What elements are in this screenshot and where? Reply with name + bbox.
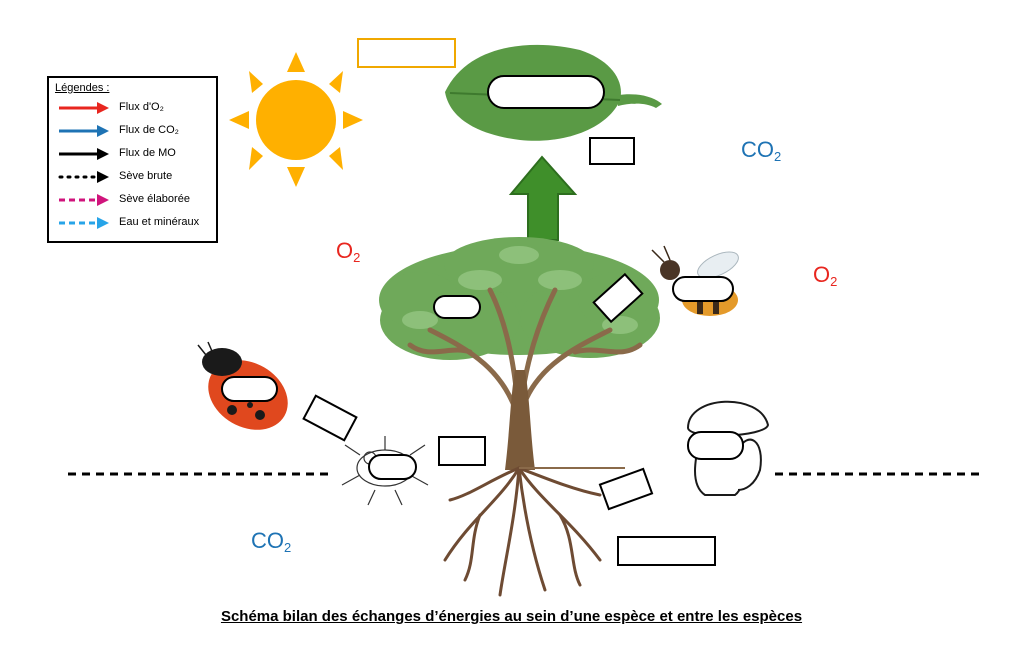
legend-label: Sève brute xyxy=(119,170,173,182)
lightblue-dashed-arrow-icon xyxy=(59,217,109,229)
label-box-ladybug-link[interactable] xyxy=(302,394,358,442)
blue-arrow-icon xyxy=(59,125,109,137)
label-box-mushroom-link[interactable] xyxy=(598,467,654,511)
black-arrow-icon xyxy=(59,148,109,160)
legend-item-eau: Eau et minéraux xyxy=(49,213,220,233)
label-box-ladybug[interactable] xyxy=(221,376,278,402)
red-arrow-icon xyxy=(59,102,109,114)
legend-label: Flux de MO xyxy=(119,147,176,159)
o2-label-left: O2 xyxy=(336,238,361,265)
co2-label-bottom: CO2 xyxy=(251,528,292,555)
label-box-roots[interactable] xyxy=(617,536,716,566)
legend-item-seve-elaboree: Sève élaborée xyxy=(49,190,220,210)
legend-item-seve-brute: Sève brute xyxy=(49,167,220,187)
legend-box: Légendes : Flux d'O₂ Flux de CO₂ Flux de… xyxy=(47,76,218,243)
label-box-insect[interactable] xyxy=(368,454,417,480)
label-box-trunk[interactable] xyxy=(438,436,486,466)
label-box-sun[interactable] xyxy=(357,38,456,68)
legend-item-mo: Flux de MO xyxy=(49,144,220,164)
label-box-leaf[interactable] xyxy=(487,75,605,109)
legend-label: Flux de CO₂ xyxy=(119,124,179,136)
label-box-bee[interactable] xyxy=(672,276,734,302)
label-box-mushroom[interactable] xyxy=(687,431,744,460)
legend-item-co2: Flux de CO₂ xyxy=(49,121,220,141)
label-box-leaf-right[interactable] xyxy=(589,137,635,165)
legend-item-o2: Flux d'O₂ xyxy=(49,98,220,118)
diagram-caption: Schéma bilan des échanges d’énergies au … xyxy=(220,608,803,625)
pink-dashed-arrow-icon xyxy=(59,194,109,206)
tree-icon xyxy=(379,237,660,597)
legend-label: Sève élaborée xyxy=(119,193,190,205)
label-box-bee-link[interactable] xyxy=(592,272,644,324)
o2-label-right: O2 xyxy=(813,262,838,289)
legend-label: Eau et minéraux xyxy=(119,216,200,228)
dotted-arrow-icon xyxy=(58,171,109,183)
up-arrow-icon xyxy=(508,155,578,241)
legend-title: Légendes : xyxy=(55,82,110,94)
sun-icon xyxy=(229,52,363,187)
legend-label: Flux d'O₂ xyxy=(119,101,164,113)
label-box-tree[interactable] xyxy=(433,295,481,319)
co2-label-top: CO2 xyxy=(741,137,782,164)
